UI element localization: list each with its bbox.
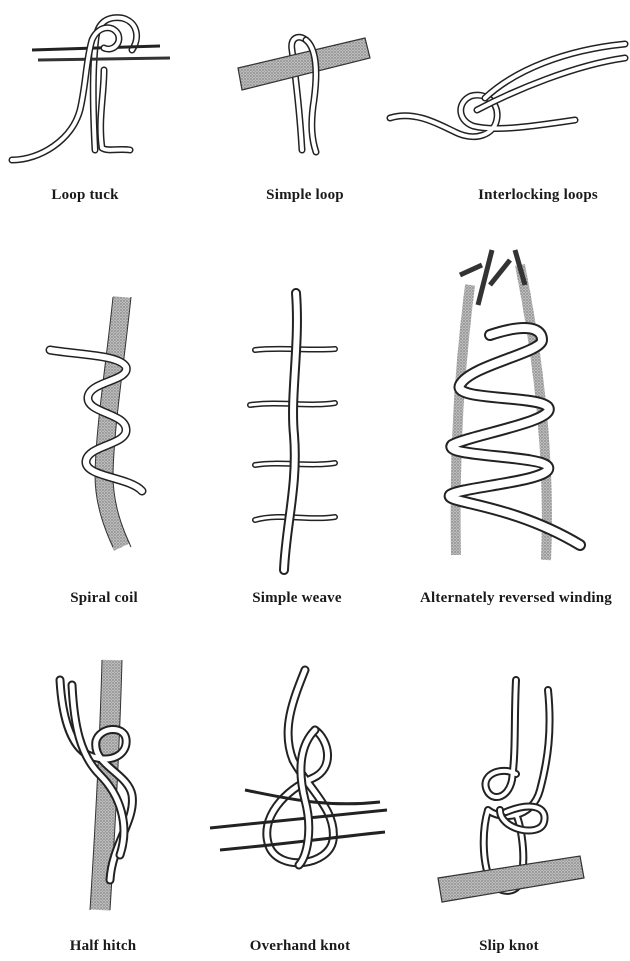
knot-label: Half hitch [70, 938, 137, 955]
spiral-coil-illustration [30, 285, 170, 560]
alternately-reversed-winding-illustration [430, 245, 600, 570]
knot-label: Simple loop [266, 187, 344, 204]
knot-label: Slip knot [479, 938, 539, 955]
simple-loop-illustration [220, 0, 390, 180]
simple-weave-illustration [240, 285, 350, 575]
knot-label: Loop tuck [51, 187, 118, 204]
half-hitch-illustration [40, 655, 160, 920]
knot-label: Spiral coil [70, 590, 138, 607]
knot-label: Overhand knot [250, 938, 351, 955]
knot-label: Simple weave [252, 590, 341, 607]
slip-knot-illustration [430, 670, 600, 920]
knot-label: Alternately reversed winding [420, 590, 612, 607]
overhand-knot-illustration [205, 660, 395, 910]
loop-tuck-illustration [0, 0, 200, 180]
interlocking-loops-illustration [385, 30, 630, 180]
knot-label: Interlocking loops [478, 187, 598, 204]
